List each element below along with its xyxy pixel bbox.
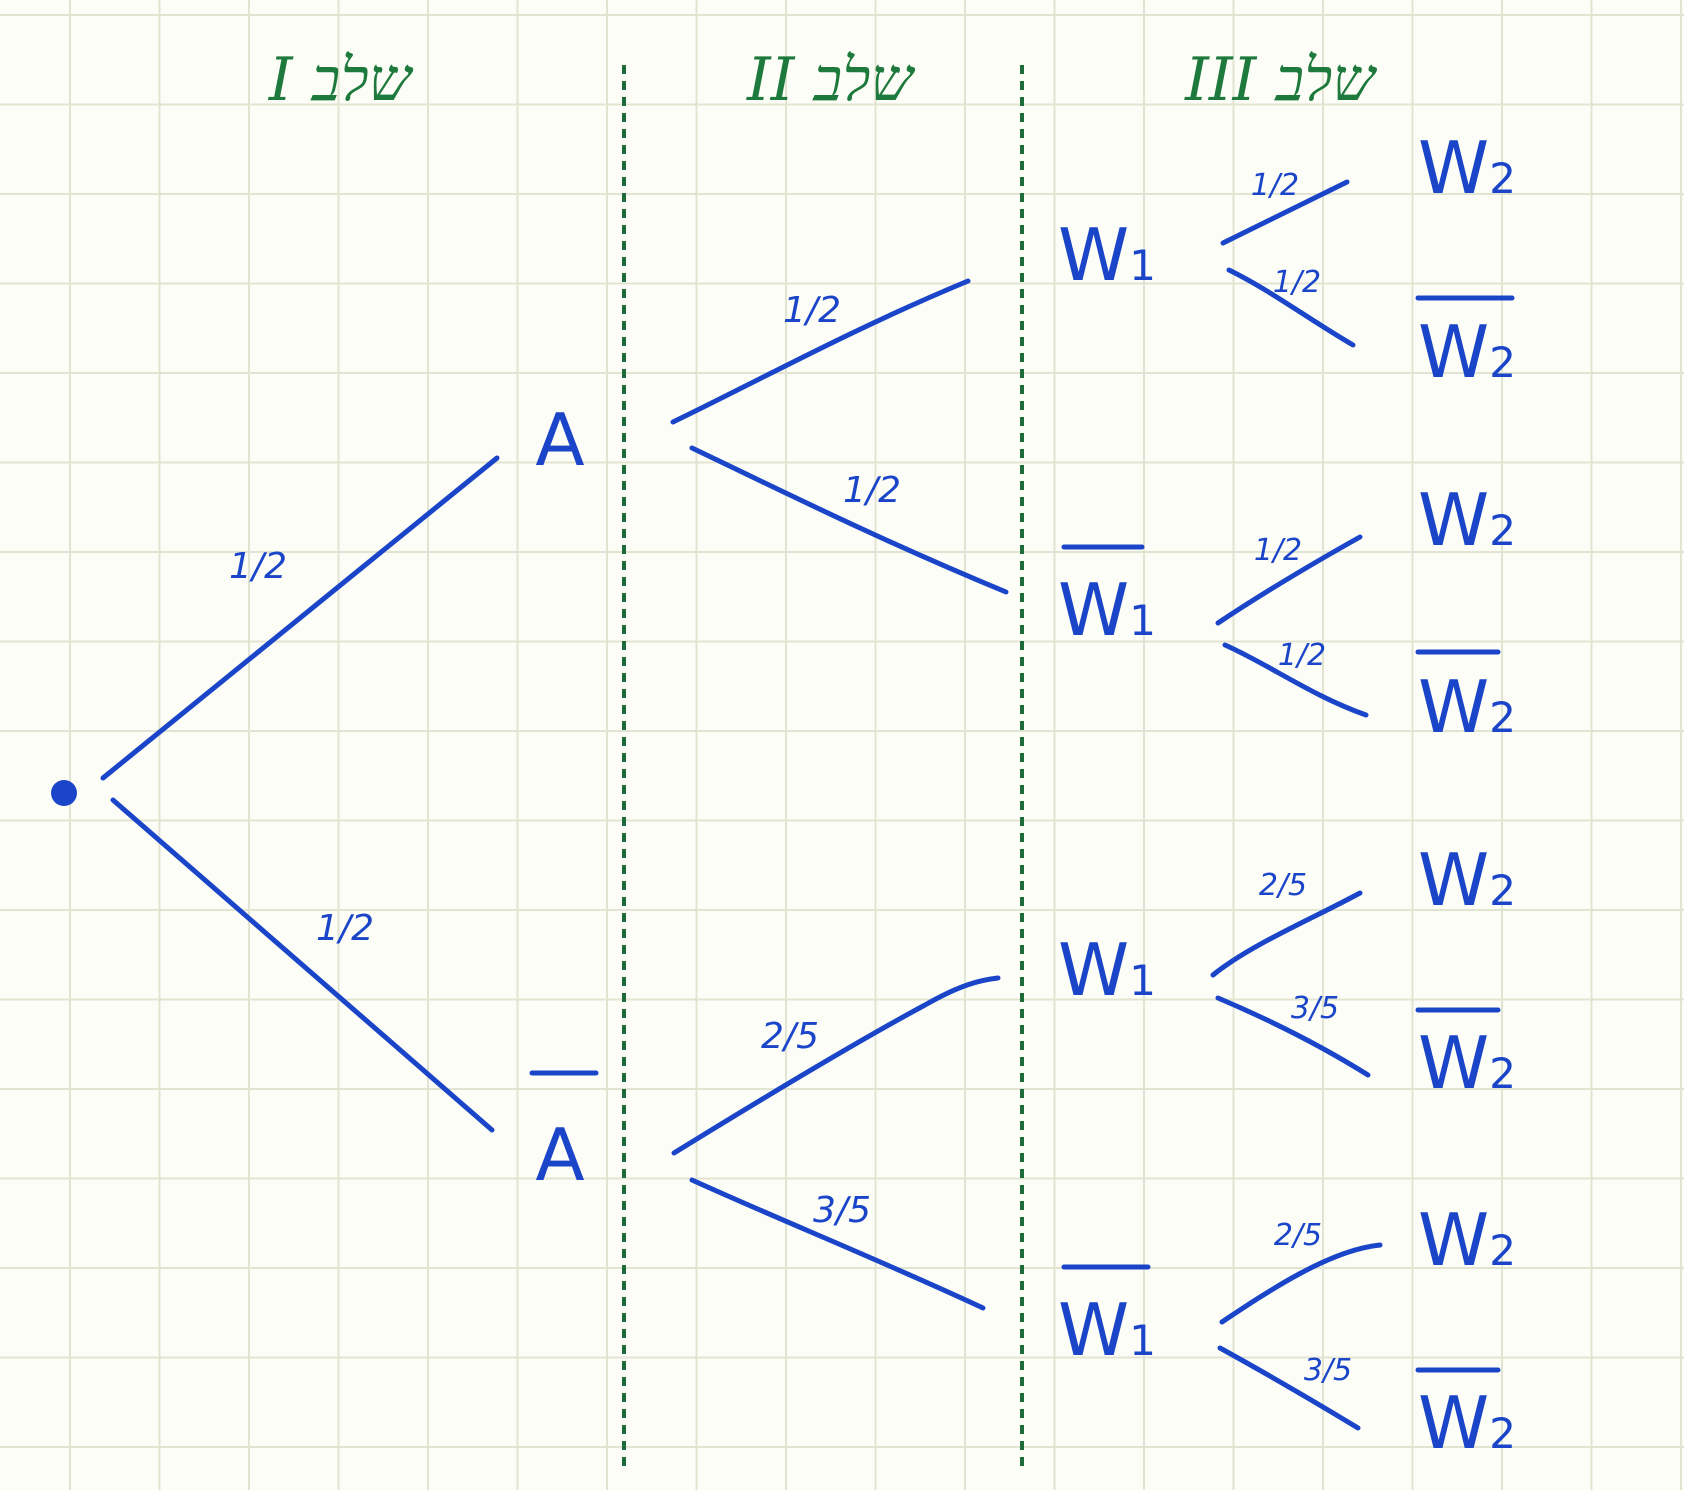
prob-W1-W2bar-3: 3/5 (1291, 991, 1339, 1026)
node-W2-bar-2-letter: W2 (1418, 665, 1516, 749)
node-W1-top: W1 (1058, 213, 1156, 297)
prob-W1-W2bar-1: 1/2 (1273, 265, 1321, 300)
branch-W1bar-W2bar-2 (1222, 642, 1369, 718)
branch-W1bar-W2bar-4 (1217, 1345, 1361, 1431)
stage-2-branches (670, 278, 1009, 1311)
prob-root-A-bar: 1/2 (316, 908, 374, 949)
prob-W1bar-W2bar-2: 1/2 (1278, 638, 1326, 673)
node-W2-bar-2: W2 (1415, 649, 1516, 749)
branch-A-bar-W1-bar (689, 1177, 986, 1311)
node-W1-top-letter: W1 (1058, 213, 1156, 297)
prob-W1-W2-1: 1/2 (1251, 168, 1299, 203)
branch-A-W1 (670, 278, 971, 425)
node-W1-bottom: W1 (1058, 928, 1156, 1012)
stage-1-branches (100, 455, 500, 1133)
node-W2-2: W2 (1418, 478, 1516, 562)
node-W1-bar-top: W1 (1058, 544, 1156, 652)
branch-root-A (100, 455, 500, 781)
branch-W1bar-W2-2 (1215, 534, 1363, 626)
node-W2-bar-4: W2 (1415, 1367, 1516, 1465)
stage-label-2: שלב II (746, 45, 915, 115)
stage-label-3: שלב III (1184, 45, 1377, 115)
node-W2-1-letter: W2 (1418, 126, 1516, 210)
prob-W1bar-W2-4: 2/5 (1274, 1218, 1322, 1253)
node-W2-bar-1-letter: W2 (1418, 310, 1516, 394)
branch-W1-W2bar-1 (1226, 267, 1356, 348)
branch-W1bar-W2-4 (1219, 1242, 1383, 1325)
node-W2-3-letter: W2 (1418, 838, 1516, 922)
prob-W1bar-W2bar-4: 3/5 (1304, 1353, 1352, 1388)
node-W2-bar-3-letter: W2 (1418, 1021, 1516, 1105)
prob-root-A: 1/2 (229, 546, 287, 587)
prob-A-W1-bar: 1/2 (843, 470, 901, 511)
node-W1-bar-top-letter: W1 (1058, 568, 1156, 652)
node-A-letter: A (535, 398, 584, 482)
node-W2-bar-3: W2 (1415, 1007, 1516, 1105)
prob-A-bar-W1: 2/5 (761, 1016, 819, 1057)
branch-root-A-bar (110, 797, 495, 1133)
node-W2-2-letter: W2 (1418, 478, 1516, 562)
prob-W1-W2-3: 2/5 (1259, 868, 1307, 903)
node-W1-bar-bottom-letter: W1 (1058, 1288, 1156, 1372)
node-W1-bar-bottom: W1 (1058, 1264, 1156, 1372)
node-W2-bar-1: W2 (1415, 295, 1516, 394)
branch-W1-W2bar-3 (1215, 995, 1371, 1078)
branch-A-bar-W1 (671, 975, 1001, 1156)
node-W2-3: W2 (1418, 838, 1516, 922)
node-W1-bottom-letter: W1 (1058, 928, 1156, 1012)
branch-W1-W2-1 (1220, 179, 1350, 246)
prob-A-bar-W1-bar: 3/5 (813, 1190, 871, 1231)
stage-label-1: שלב I (268, 45, 414, 115)
node-W2-bar-4-letter: W2 (1418, 1381, 1516, 1465)
prob-A-W1: 1/2 (783, 290, 841, 331)
branch-W1-W2-3 (1210, 890, 1363, 978)
node-A-bar: A (529, 1070, 599, 1197)
branch-A-W1-bar (689, 445, 1009, 595)
node-A-bar-letter: A (535, 1113, 584, 1197)
node-W2-4-letter: W2 (1418, 1198, 1516, 1282)
prob-W1bar-W2-2: 1/2 (1254, 533, 1302, 568)
node-W2-1: W2 (1418, 126, 1516, 210)
stage-3-branches (1210, 179, 1383, 1431)
root-node (51, 780, 77, 806)
node-A: A (535, 398, 584, 482)
node-W2-4: W2 (1418, 1198, 1516, 1282)
